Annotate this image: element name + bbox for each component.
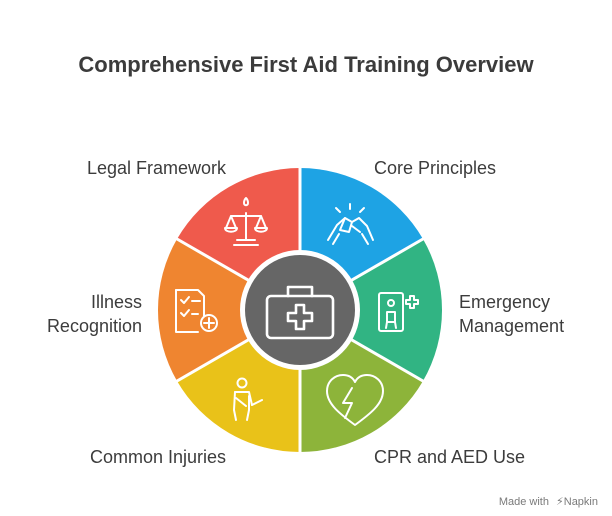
segment-illness-recognition [157,239,300,381]
label-emergency-management: Emergency Management [459,290,564,338]
heart-bolt-icon [326,374,384,426]
label-emergency-line-1: Emergency [459,292,551,312]
label-core-principles-text: Core Principles [374,158,497,178]
watermark-prefix: Made with [498,496,549,508]
label-legal-framework-text: Legal Framework [86,158,226,178]
elevator-plus-icon [378,292,419,332]
label-cpr-aed: CPR and AED Use [374,445,525,469]
watermark-brand: Napkin [563,496,598,508]
first-aid-kit-icon [265,285,335,340]
label-illness-recognition: Illness Recognition [47,290,142,338]
checklist-plus-icon [175,289,218,333]
napkin-logo-icon: ⚡ [556,496,564,508]
label-common-injuries: Common Injuries [90,445,226,469]
label-cpr-aed-text: CPR and AED Use [374,447,526,467]
label-emergency-line-2: Management [459,316,565,336]
center-hub [245,255,355,365]
scales-icon [224,197,268,246]
label-legal-framework: Legal Framework [87,156,226,180]
watermark: Made with ⚡Napkin [499,495,598,508]
injured-person-icon [233,377,263,421]
label-illness-line-1: Illness [90,292,142,312]
label-illness-line-2: Recognition [46,316,142,336]
page-title: Comprehensive First Aid Training Overvie… [78,52,534,77]
handshake-icon [327,203,374,245]
label-common-injuries-text: Common Injuries [89,447,226,467]
label-core-principles: Core Principles [374,156,496,180]
segment-emergency-management [300,239,443,381]
